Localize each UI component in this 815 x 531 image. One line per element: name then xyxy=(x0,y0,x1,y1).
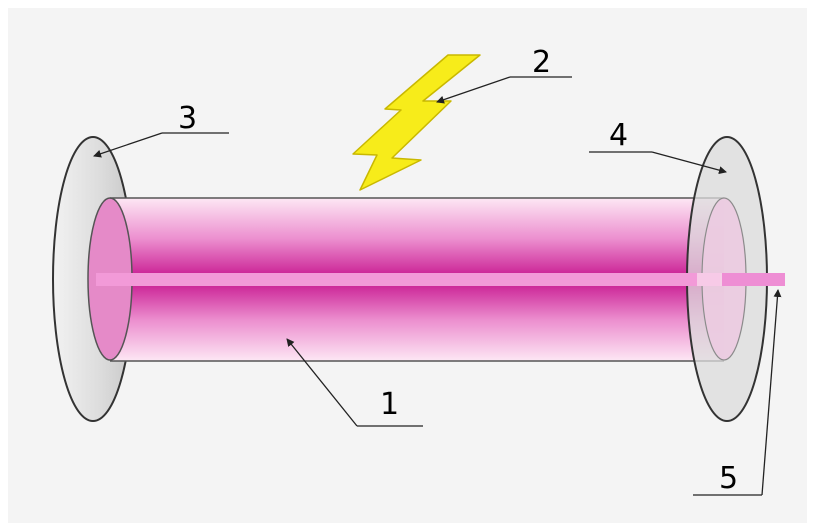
leader-line-5 xyxy=(693,289,782,496)
label-4: 4 xyxy=(609,118,628,153)
label-1: 1 xyxy=(380,387,399,422)
label-3: 3 xyxy=(178,101,197,136)
leader-line-1 xyxy=(286,338,423,427)
leader-line-3 xyxy=(93,132,229,158)
label-5: 5 xyxy=(719,461,738,496)
lightning-icon xyxy=(352,54,481,191)
leader-line-2 xyxy=(436,76,572,104)
laser-beam-through-mirror xyxy=(697,273,725,286)
label-2: 2 xyxy=(532,45,551,80)
laser-beam-output xyxy=(722,273,785,286)
laser-beam-internal xyxy=(96,273,720,286)
leader-line-4 xyxy=(589,151,727,175)
